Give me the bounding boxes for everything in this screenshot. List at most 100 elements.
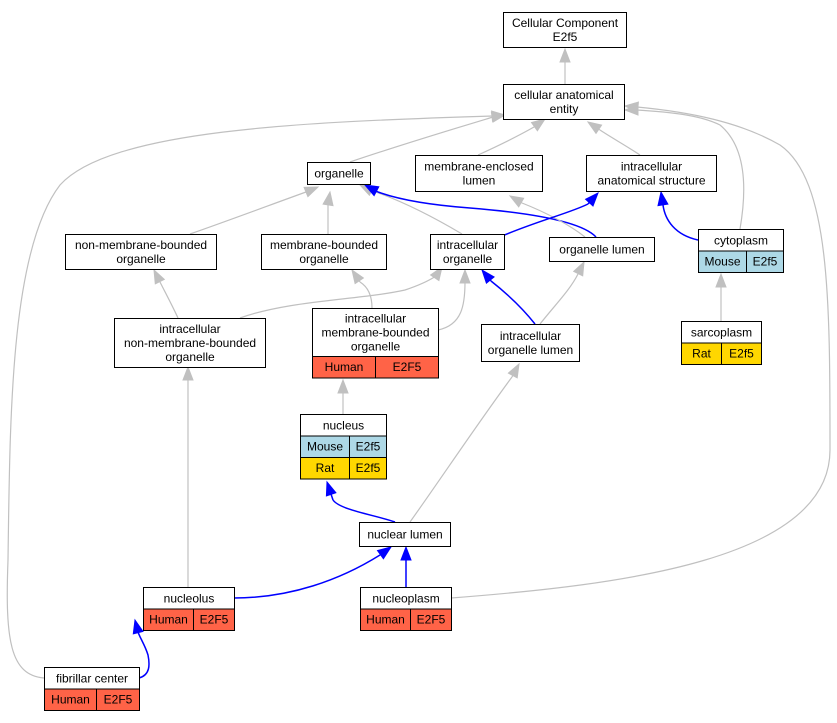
arrowhead-is-a	[153, 268, 166, 285]
arrowheads-layer	[132, 47, 727, 635]
arrowhead-is-a	[491, 110, 507, 122]
species-label: Mouse	[704, 255, 740, 269]
node-organelle[interactable]: organelle	[307, 162, 371, 185]
node-label-line: cytoplasm	[714, 233, 768, 247]
node-intracellular-membrane-bounded-organelle[interactable]: intracellularmembrane-boundedorganelleHu…	[312, 308, 439, 379]
species-label: Mouse	[307, 440, 343, 454]
node-box	[586, 155, 717, 192]
species-label: Human	[149, 613, 188, 627]
edge-is-a-organelle-to-cellular-anatomical-entity	[349, 116, 494, 163]
edge-part-of-organelle-lumen-to-organelle	[377, 191, 597, 238]
species-label: Human	[366, 613, 405, 627]
arrowhead-part-of	[363, 184, 380, 197]
arrowhead-is-a	[322, 190, 334, 207]
arrowhead-is-a	[530, 118, 547, 132]
edge-part-of-intracellular-organelle-to-intracellular-anatomical-structure	[501, 203, 589, 237]
node-box	[114, 318, 266, 368]
edges-layer	[6, 62, 831, 679]
node-label-line: membrane-bounded	[321, 326, 429, 340]
edge-is-a-intracellular-membrane-bounded-organelle-to-intracellular-organelle	[437, 281, 466, 331]
species-label: Human	[325, 360, 364, 374]
arrowhead-part-of	[657, 190, 669, 207]
edge-is-a-nucleoplasm-to-cellular-anatomical-entity	[450, 106, 831, 599]
node-label-line: organelle lumen	[488, 343, 573, 357]
arrowhead-is-a	[507, 362, 520, 379]
edge-is-a-intracellular-non-membrane-bounded-organelle-to-intracellular-organelle	[239, 275, 437, 319]
node-label-line: intracellular	[345, 312, 406, 326]
gene-label: E2F5	[393, 360, 422, 374]
node-label-line: E2f5	[553, 30, 578, 44]
gene-label: E2F5	[200, 613, 229, 627]
species-label: Human	[51, 693, 90, 707]
gene-label: E2F5	[417, 613, 446, 627]
arrowhead-is-a	[351, 268, 365, 285]
arrowhead-is-a	[182, 365, 194, 381]
edge-is-a-organelle-lumen-to-membrane-enclosed-lumen	[521, 202, 586, 238]
gene-label: E2f5	[753, 255, 778, 269]
edge-part-of-cytoplasm-to-intracellular-anatomical-structure	[662, 204, 699, 241]
node-label-line: organelle	[443, 252, 493, 266]
gene-cell	[375, 356, 439, 379]
node-label-line: organelle	[116, 252, 166, 266]
node-box	[430, 234, 505, 270]
node-box	[65, 234, 217, 270]
node-label-line: intracellular	[159, 322, 220, 336]
gene-cell	[410, 608, 452, 631]
node-label-line: organelle lumen	[559, 243, 644, 257]
node-label-line: intracellular	[437, 238, 498, 252]
node-box	[359, 522, 451, 547]
node-box	[503, 84, 625, 120]
gene-cell	[721, 342, 762, 365]
arrowhead-is-a	[508, 195, 525, 208]
gene-cell	[746, 250, 784, 273]
edge-part-of-fibrillar-center-to-nucleolus	[137, 631, 150, 679]
arrowhead-is-a	[303, 186, 320, 198]
arrowhead-is-a	[572, 260, 585, 277]
node-label-line: nucleus	[323, 418, 364, 432]
node-label-line: nuclear lumen	[367, 528, 442, 542]
node-label-line: anatomical structure	[597, 174, 705, 188]
gene-label: E2f5	[356, 440, 381, 454]
edge-is-a-intracellular-organelle-lumen-to-organelle-lumen	[539, 273, 579, 325]
node-intracellular-non-membrane-bounded-organelle[interactable]: intracellularnon-membrane-boundedorganel…	[114, 318, 266, 368]
node-nuclear-lumen[interactable]: nuclear lumen	[359, 522, 451, 547]
node-label-line: non-membrane-bounded	[75, 238, 207, 252]
edge-is-a-intracellular-membrane-bounded-organelle-to-membrane-bounded-organelle	[359, 281, 373, 309]
edge-is-a-fibrillar-center-to-cellular-anatomical-entity	[6, 115, 494, 679]
node-label-line: entity	[550, 102, 579, 116]
node-box	[549, 237, 655, 262]
edge-connector	[330, 494, 334, 501]
gene-label: E2f5	[729, 347, 754, 361]
edge-is-a-non-membrane-bounded-organelle-to-organelle	[189, 191, 307, 235]
node-label-line: intracellular	[621, 160, 682, 174]
gene-cell	[96, 688, 140, 711]
node-label-line: membrane-enclosed	[424, 160, 533, 174]
node-label-line: cellular anatomical	[514, 88, 613, 102]
arrowhead-part-of	[132, 618, 144, 635]
arrowhead-is-a	[429, 265, 443, 282]
edge-is-a-intracellular-organelle-to-organelle	[369, 189, 463, 235]
gene-label: E2f5	[356, 461, 381, 475]
edge-part-of-nuclear-lumen-to-nucleus	[332, 499, 396, 523]
node-box	[312, 308, 439, 357]
node-label-line: membrane-bounded	[270, 238, 378, 252]
node-organelle-lumen[interactable]: organelle lumen	[549, 237, 655, 262]
node-box	[481, 324, 580, 362]
arrowhead-is-a	[623, 101, 639, 113]
